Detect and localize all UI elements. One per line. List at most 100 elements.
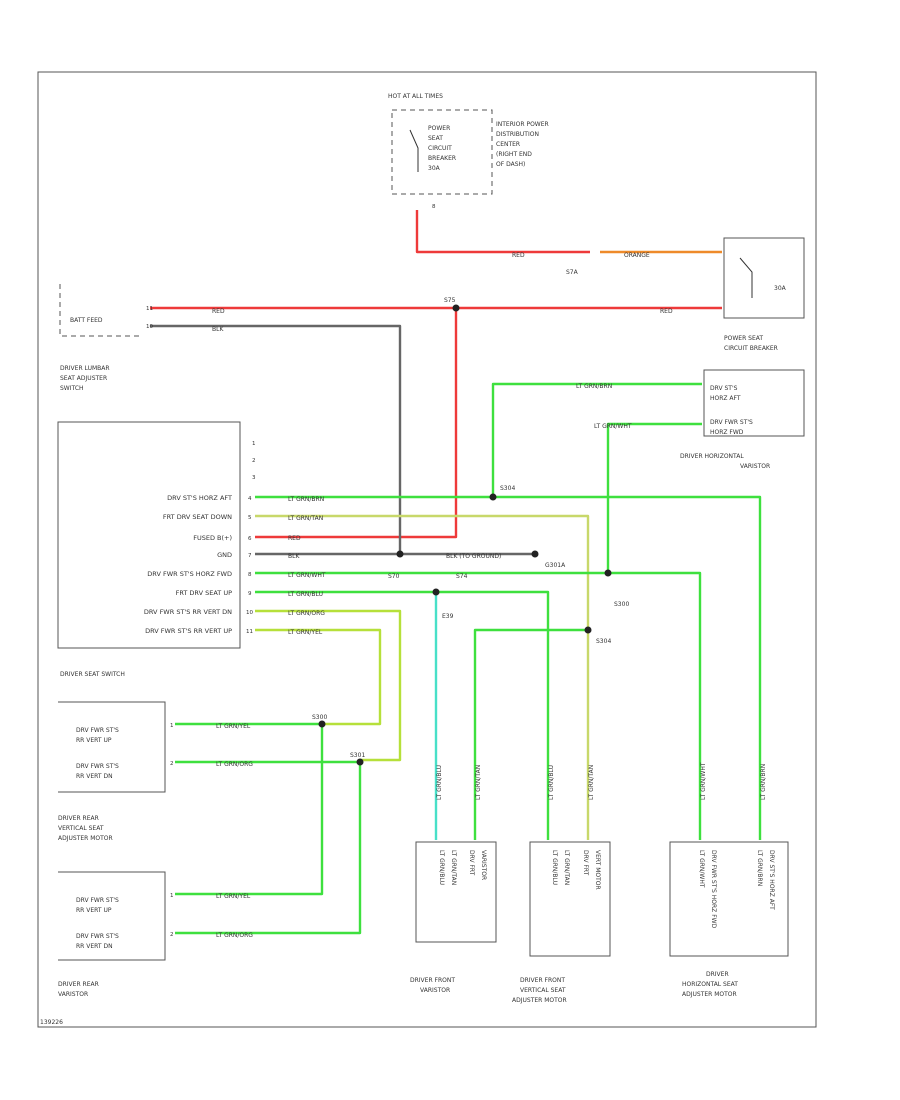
seat-switch-row: GND [217,551,232,559]
horiz-varistor-text: DRV FWR ST'S [710,419,753,426]
lumbar-label: DRIVER LUMBAR [60,365,110,372]
splice-dot-wht [604,569,612,577]
cb-box [723,237,805,319]
wire-label: BLK [288,553,300,560]
seat-switch-box [57,421,241,649]
wire-label: LT GRN/BRN [288,496,324,503]
splice-label: E39 [442,613,454,620]
rear-motor-text: DRV FWR ST'S [76,763,119,770]
fuse-pin: 8 [432,204,436,210]
wire-label-vertical: LT GRN/WHT [700,762,707,800]
wire-label: RED [288,535,301,542]
rear-motor-text: RR VERT UP [76,737,112,744]
driver-lumbar-switch: BATT FEED 11 10 DRIVER LUMBAR SEAT ADJUS… [59,284,153,392]
switch-pin: 4 [248,496,252,502]
switch-pin: 3 [252,475,256,481]
wire-label-vertical: LT GRN/TAN [475,765,482,800]
horiz-motor-col: LT GRN/BRN [756,850,763,886]
wire-lt-grn-brn [255,495,762,840]
horiz-varistor-text: HORZ FWD [710,429,744,436]
driver-rear-vertical-motor: DRV FWR ST'S RR VERT UP DRV FWR ST'S RR … [58,701,174,842]
switch-pin: 11 [246,629,253,635]
wire-label: LT GRN/WHT [288,572,326,579]
driver-horizontal-motor: LT GRN/WHT DRV FWR ST'S HORZ FWD LT GRN/… [669,841,789,998]
horiz-varistor-box [703,369,805,437]
switch-pin: 10 [246,610,253,616]
driver-seat-switch: 1 2 3 DRV ST'S HORZ AFT FRT DRV SEAT DOW… [57,421,256,678]
splice-label: S300 [614,601,629,608]
fuse-line: CIRCUIT [428,145,452,152]
cb-symbol [739,257,753,298]
seat-switch-row: FUSED B(+) [193,534,232,542]
fuse-panel-box [391,109,493,195]
wire-label: LT GRN/ORG [216,932,253,939]
wire-rear-varistor-up [175,724,324,896]
splice-label: G301A [545,562,566,569]
splice-label: S304 [500,485,515,492]
horiz-varistor-label: DRIVER HORIZONTAL [680,453,744,460]
front-motor-col: LT GRN/TAN [563,850,570,885]
splice-label: S301 [350,752,365,759]
rear-motor-label: DRIVER REAR [58,815,99,822]
wire-lt-grn-org [255,609,402,762]
switch-pin: 5 [248,515,252,521]
horiz-motor-box [669,841,789,957]
cb-rating: 30A [774,285,787,292]
splice-dot-batt [452,304,460,312]
rear-motor-text: DRV FWR ST'S [76,727,119,734]
horiz-motor-label: HORIZONTAL SEAT [682,981,738,988]
rear-varistor-text: RR VERT UP [76,907,112,914]
fuse-line: POWER [428,125,450,132]
wire-label: LT GRN/YEL [216,893,251,900]
lumbar-switch-text: BATT FEED [70,317,103,324]
fuse-location-line: DISTRIBUTION [496,131,539,138]
rear-varistor-text: DRV FWR ST'S [76,933,119,940]
horiz-varistor-label: VARISTOR [740,463,770,470]
power-seat-circuit-breaker: 30A POWER SEAT CIRCUIT BREAKER [723,237,805,352]
splice-label: S70 [388,573,400,580]
wire-label-red: RED [660,308,673,315]
fuse-line: BREAKER [428,155,456,162]
wire-label-vertical: LT GRN/BRN [760,764,767,800]
wire-label-vertical: LT GRN/TAN [588,765,595,800]
fuse-location-line: CENTER [496,141,520,148]
wire-label: LT GRN/WHT [594,423,632,430]
splice-dot-blk [396,550,404,558]
rear-motor-label: ADJUSTER MOTOR [58,835,113,842]
splice-label: S300 [312,714,327,721]
wire-label: LT GRN/YEL [216,723,251,730]
wire-label: LT GRN/ORG [216,761,253,768]
front-varistor-box [415,841,497,943]
fuse-line: SEAT [428,135,443,142]
lumbar-pin: 11 [146,306,153,312]
front-motor-box [529,841,611,957]
driver-front-vertical-motor: LT GRN/BLU LT GRN/TAN DRV FRT VERT MOTOR… [512,841,611,1004]
wire-lt-grn-tan [255,514,590,840]
wire-lt-grn-tan-front-varistor [473,628,588,840]
driver-front-varistor: LT GRN/BLU LT GRN/TAN DRV FRT VARISTOR D… [410,841,497,994]
wire-lt-grn-brn-varistor [491,382,702,497]
wire-label: BLK (TO GROUND) [446,553,501,560]
splice-dot-rr-dn [356,758,364,766]
front-varistor-label: DRIVER FRONT [410,977,455,984]
switch-pin: 9 [248,591,252,597]
fuse-line: 30A [428,165,441,172]
seat-switch-row: FRT DRV SEAT UP [176,589,232,597]
rear-varistor-text: RR VERT DN [76,943,113,950]
seat-switch-row: FRT DRV SEAT DOWN [163,513,232,521]
splice-label: S7A [566,269,579,276]
seat-switch-row: DRV ST'S HORZ AFT [167,494,232,502]
ground-dot [531,550,539,558]
wire-red-fuse-feed [415,210,590,254]
front-motor-col: LT GRN/BLU [551,850,558,885]
horiz-motor-col: DRV FWR ST'S HORZ FWD [710,850,717,929]
front-motor-col: VERT MOTOR [594,850,601,890]
rear-motor-label: VERTICAL SEAT [58,825,104,832]
switch-pin: 1 [252,441,256,447]
lumbar-label: SWITCH [60,385,84,392]
seat-switch-label: DRIVER SEAT SWITCH [60,671,125,678]
front-motor-col: DRV FRT [582,850,589,876]
horiz-varistor-text: DRV ST'S [710,385,738,392]
rear-motor-pin: 2 [170,761,174,767]
fuse-location-line: INTERIOR POWER [496,121,549,128]
